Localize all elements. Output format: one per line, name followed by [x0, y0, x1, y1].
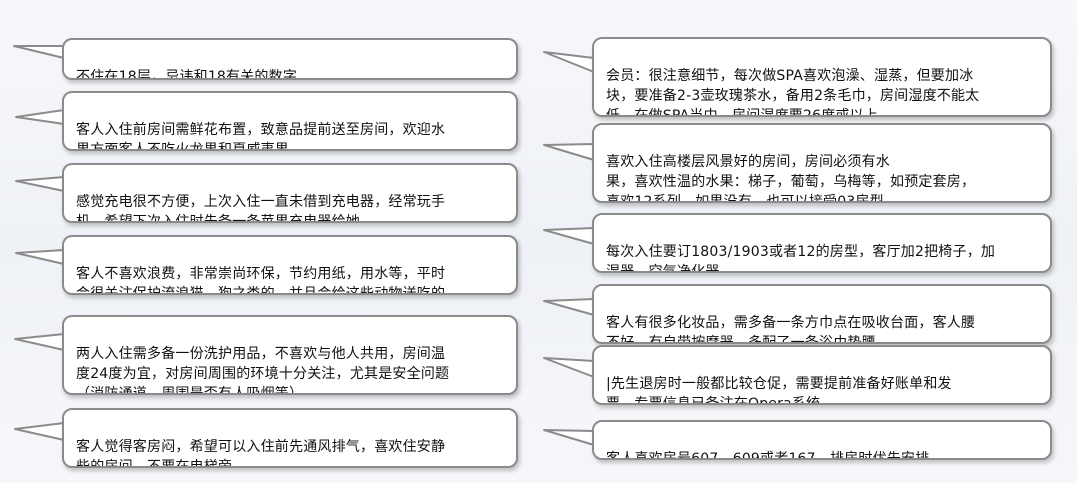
callout-tail-left-4: [15, 249, 65, 265]
callout-left-6: 客人觉得客房闷，希望可以入住前先通风排气，喜欢住安静 些的房间，不要在电梯旁: [62, 408, 518, 468]
callout-text: 客人喜欢房号607，609或者167，排房时优先安排: [606, 451, 930, 460]
callout-text: 客人觉得客房闷，希望可以入住前先通风排气，喜欢住安静 些的房间，不要在电梯旁: [76, 439, 446, 468]
callout-text: 两人入住需多备一份洗护用品，不喜欢与他人共用，房间温 度24度为宜，对房间周围的…: [76, 346, 450, 395]
callout-right-4: 客人有很多化妆品，需多备一条方巾点在吸收台面，客人腰 不好，有自带按摩器，多配了…: [592, 284, 1052, 344]
callout-tail-left-6: [14, 422, 65, 441]
callout-text: 会员：很注意细节，每次做SPA喜欢泡澡、湿蒸，但要加冰 块，要准备2-3壶玫瑰茶…: [606, 68, 980, 117]
callout-left-3: 感觉充电很不方便，上次入住一直未借到充电器，经常玩手 机，希望下次入住时先备一条…: [62, 163, 518, 223]
callout-tail-right-5: [543, 357, 595, 378]
callout-text: 感觉充电很不方便，上次入住一直未借到充电器，经常玩手 机，希望下次入住时先备一条…: [76, 194, 446, 223]
callout-text: 不住在18层，忌讳和18有关的数字: [76, 69, 298, 80]
callout-tail-left-2: [15, 109, 65, 125]
callout-tail-left-1: [13, 45, 65, 59]
callout-text: 客人不喜欢浪费，非常崇尚环保，节约用纸，用水等，平时 会很关注保护流浪猫，狗之类…: [76, 266, 446, 295]
callout-left-1: 不住在18层，忌讳和18有关的数字: [62, 38, 518, 80]
callout-tail-right-1: [543, 51, 595, 73]
callout-text: 客人有很多化妆品，需多备一条方巾点在吸收台面，客人腰 不好，有自带按摩器，多配了…: [606, 315, 976, 344]
callout-text: 客人入住前房间需鲜花布置，致意品提前送至房间，欢迎水 果方面客人不吃火龙果和夏威…: [76, 122, 446, 151]
callout-tail-right-2: [543, 143, 595, 161]
callout-text: |先生退房时一般都比较仓促，需要提前准备好账单和发 票，专票信息已备注在Oper…: [606, 376, 952, 405]
callout-text: 每次入住要订1803/1903或者12的房型，客厅加2把椅子，加 湿器，空气净化…: [606, 244, 996, 273]
callout-left-2: 客人入住前房间需鲜花布置，致意品提前送至房间，欢迎水 果方面客人不吃火龙果和夏威…: [62, 91, 518, 151]
callout-right-1: 会员：很注意细节，每次做SPA喜欢泡澡、湿蒸，但要加冰 块，要准备2-3壶玫瑰茶…: [592, 37, 1052, 117]
callout-right-2: 喜欢入住高楼层风景好的房间，房间必须有水 果，喜欢性温的水果：梯子，葡萄，乌梅等…: [592, 123, 1052, 203]
callout-tail-left-3: [15, 176, 65, 192]
callout-tail-right-3: [543, 227, 595, 245]
callout-right-6: 客人喜欢房号607，609或者167，排房时优先安排: [592, 420, 1052, 460]
callout-text: 喜欢入住高楼层风景好的房间，房间必须有水 果，喜欢性温的水果：梯子，葡萄，乌梅等…: [606, 154, 976, 203]
callout-right-5: |先生退房时一般都比较仓促，需要提前准备好账单和发 票，专票信息已备注在Oper…: [592, 345, 1052, 405]
callout-left-5: 两人入住需多备一份洗护用品，不喜欢与他人共用，房间温 度24度为宜，对房间周围的…: [62, 315, 518, 395]
callout-tail-left-5: [14, 333, 65, 351]
callout-tail-right-4: [543, 298, 595, 316]
callout-left-4: 客人不喜欢浪费，非常崇尚环保，节约用纸，用水等，平时 会很关注保护流浪猫，狗之类…: [62, 235, 518, 295]
callout-tail-right-6: [543, 429, 595, 446]
callout-right-3: 每次入住要订1803/1903或者12的房型，客厅加2把椅子，加 湿器，空气净化…: [592, 213, 1052, 273]
